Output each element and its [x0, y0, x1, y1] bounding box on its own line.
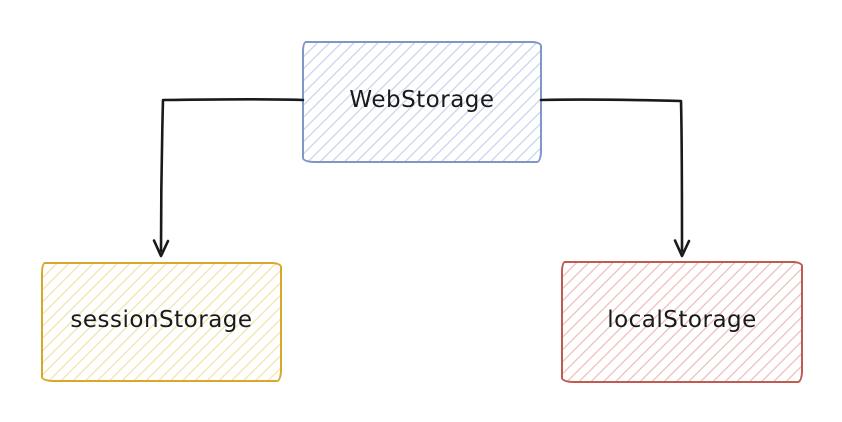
edge-webstorage-to-localstorage: [539, 98, 691, 258]
edge-shaft: [539, 98, 684, 253]
arrowhead-down-icon: [673, 239, 691, 258]
node-sessionstorage: sessionStorage: [41, 262, 282, 382]
node-webstorage: WebStorage: [302, 41, 542, 163]
node-webstorage-label: WebStorage: [349, 87, 495, 113]
arrowhead-down-icon: [152, 239, 170, 258]
node-sessionstorage-label: sessionStorage: [70, 307, 253, 333]
edge-shaft: [159, 97, 305, 253]
edge-webstorage-to-sessionstorage: [152, 97, 305, 258]
node-localstorage-label: localStorage: [607, 307, 757, 333]
node-localstorage: localStorage: [561, 261, 803, 383]
